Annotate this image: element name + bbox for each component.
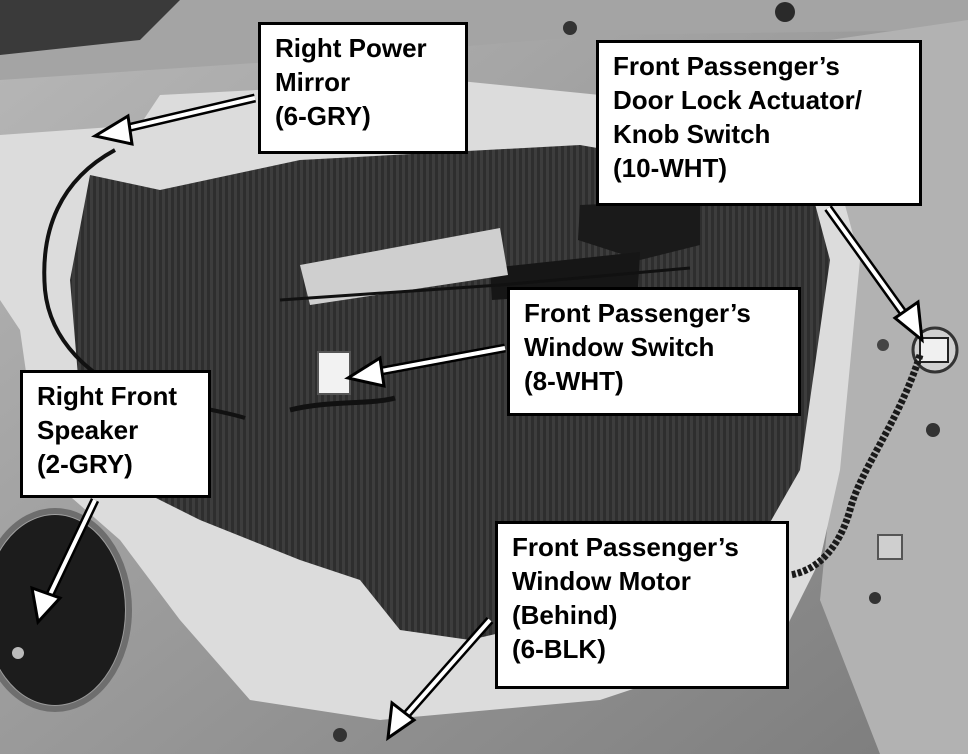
- callout-line: (2-GRY): [37, 449, 133, 479]
- callout-line: (6-BLK): [512, 634, 606, 664]
- lock-connector: [919, 337, 949, 363]
- arrow-lock: [824, 205, 924, 344]
- callout-line: Window Switch: [524, 332, 715, 362]
- callout-line: Knob Switch: [613, 119, 771, 149]
- speaker-rim: [0, 508, 132, 712]
- callout-line: (6-GRY): [275, 101, 371, 131]
- callout-line: Front Passenger’s: [613, 51, 840, 81]
- callout-line: Speaker: [37, 415, 139, 445]
- callout-line: (Behind): [512, 600, 618, 630]
- arrow-motor: [386, 617, 494, 742]
- callout-line: Front Passenger’s: [524, 298, 751, 328]
- arrow-window-switch: [344, 343, 506, 388]
- callout-line: Right Power: [275, 33, 427, 63]
- upper-edge: [0, 0, 180, 55]
- callout-window-motor: Front Passenger’s Window Motor (Behind) …: [495, 521, 789, 689]
- speaker-opening: [0, 515, 125, 705]
- mount-clip: [877, 534, 903, 560]
- mount-hole: [12, 647, 24, 659]
- mount-hole: [869, 592, 881, 604]
- arrow-mirror: [91, 93, 257, 146]
- sound-deadening-pad: [70, 145, 830, 640]
- window-channel: [0, 0, 968, 80]
- arrow-speaker: [30, 498, 100, 626]
- harness-window: [289, 395, 396, 413]
- window-switch-connector: [317, 351, 351, 395]
- callout-line: Mirror: [275, 67, 351, 97]
- callout-door-lock-actuator: Front Passenger’s Door Lock Actuator/ Kn…: [596, 40, 922, 206]
- callout-line: (8-WHT): [524, 366, 624, 396]
- callout-line: Front Passenger’s: [512, 532, 739, 562]
- mount-hole: [775, 2, 795, 22]
- callout-line: Door Lock Actuator/: [613, 85, 862, 115]
- harness-right: [789, 353, 924, 579]
- mount-hole: [877, 339, 889, 351]
- foam-block-upper: [578, 200, 700, 260]
- callout-window-switch: Front Passenger’s Window Switch (8-WHT): [507, 287, 801, 416]
- tape-strip: [300, 228, 508, 305]
- mount-hole: [333, 728, 347, 742]
- mount-hole: [563, 21, 577, 35]
- mount-hole: [926, 423, 940, 437]
- callout-right-front-speaker: Right Front Speaker (2-GRY): [20, 370, 211, 498]
- callout-right-power-mirror: Right Power Mirror (6-GRY): [258, 22, 468, 154]
- harness-center: [279, 266, 691, 302]
- callout-line: Right Front: [37, 381, 178, 411]
- callout-line: (10-WHT): [613, 153, 728, 183]
- callout-line: Window Motor: [512, 566, 691, 596]
